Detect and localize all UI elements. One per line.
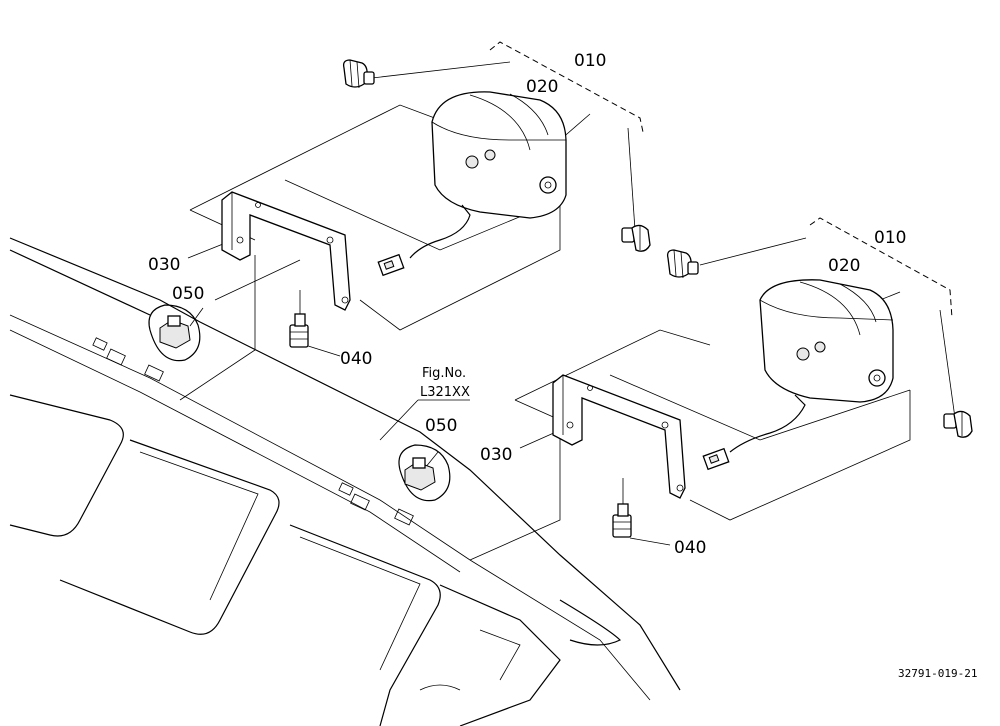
callout-left-010: 010 [574, 51, 606, 71]
cab-roof [9, 237, 681, 726]
right-assembly-bracket [809, 217, 953, 319]
callout-right-030: 030 [480, 445, 512, 465]
callout-left-020: 020 [526, 77, 558, 97]
callout-right-020: 020 [828, 256, 860, 276]
callout-left-030: 030 [148, 255, 180, 275]
left-work-light-group [159, 41, 651, 401]
left-knob-right [621, 224, 651, 252]
document-number: 32791-019-21 [898, 667, 977, 680]
right-nut [404, 457, 436, 491]
left-knob-top [342, 59, 375, 89]
right-knob-right [943, 410, 973, 438]
callout-right-050: 050 [425, 416, 457, 436]
right-work-lamp [702, 279, 894, 471]
callout-right-010: 010 [874, 228, 906, 248]
left-bracket [221, 191, 351, 311]
right-work-light-group [404, 217, 973, 561]
right-knob-left [666, 249, 699, 279]
left-assembly-bracket [489, 41, 644, 133]
figure-reference: Fig.No. L321XX [379, 366, 470, 441]
figure-reference-line1: Fig.No. [422, 366, 466, 381]
right-bracket [552, 374, 686, 499]
figure-reference-line2: L321XX [420, 385, 470, 400]
left-bolt [289, 290, 309, 348]
callout-labels: 010 020 030 040 050 010 020 030 040 050 [148, 51, 906, 558]
left-bulb-icon [465, 155, 479, 169]
callout-left-040: 040 [340, 349, 372, 369]
callout-right-040: 040 [674, 538, 706, 558]
left-nut [159, 315, 191, 349]
callout-left-050: 050 [172, 284, 204, 304]
right-bulb-icon [796, 347, 810, 361]
left-work-lamp [377, 91, 567, 277]
right-bolt [612, 478, 632, 538]
